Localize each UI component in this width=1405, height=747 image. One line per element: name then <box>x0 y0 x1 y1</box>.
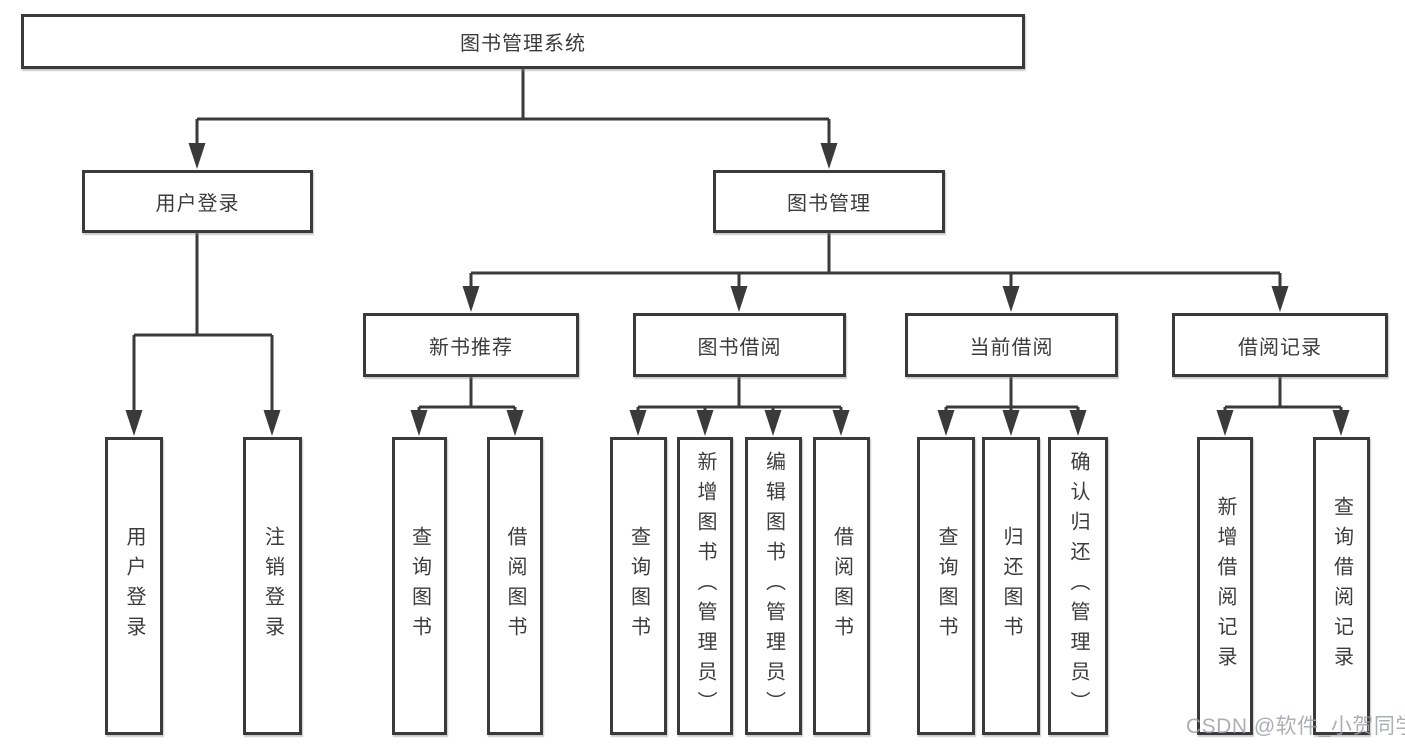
node-leaf-query-borrow-record-label: 查询借阅记录 <box>1330 496 1353 676</box>
node-leaf-query-books-2: 查询图书 <box>610 437 667 735</box>
node-leaf-logout: 注销登录 <box>243 437 302 735</box>
node-leaf-query-books-3-label: 查询图书 <box>935 526 957 646</box>
node-leaf-edit-book-admin-label: 编辑图书（管理员） <box>762 451 785 721</box>
node-leaf-return-book-label: 归还图书 <box>1000 526 1022 646</box>
node-user-login-label: 用户登录 <box>155 193 240 215</box>
node-leaf-borrow-books-2-label: 借阅图书 <box>830 526 853 646</box>
node-leaf-query-books-1: 查询图书 <box>392 437 447 735</box>
node-leaf-add-book-admin: 新增图书（管理员） <box>677 437 733 735</box>
node-leaf-edit-book-admin: 编辑图书（管理员） <box>745 437 802 735</box>
node-book-borrow-label: 图书借阅 <box>697 336 782 359</box>
node-leaf-confirm-return-admin: 确认归还（管理员） <box>1048 437 1108 735</box>
node-current-borrow: 当前借阅 <box>905 313 1118 377</box>
node-leaf-query-books-2-label: 查询图书 <box>627 526 650 646</box>
connector-newbook-to-leaves <box>410 377 524 436</box>
node-leaf-add-borrow-record-label: 新增借阅记录 <box>1214 496 1236 676</box>
node-leaf-borrow-books-1-label: 借阅图书 <box>504 526 526 646</box>
node-borrow-records-label: 借阅记录 <box>1238 336 1322 359</box>
node-leaf-user-login-label: 用户登录 <box>123 526 145 646</box>
connector-root-to-level2 <box>188 69 838 169</box>
connector-records-to-leaves <box>1216 377 1350 436</box>
node-new-book-recommend: 新书推荐 <box>363 313 579 377</box>
connector-bookborrow-to-leaves <box>629 377 850 436</box>
node-root: 图书管理系统 <box>21 14 1025 69</box>
node-borrow-records: 借阅记录 <box>1172 313 1388 377</box>
node-book-management: 图书管理 <box>713 170 945 233</box>
node-new-book-recommend-label: 新书推荐 <box>429 336 513 359</box>
node-root-label: 图书管理系统 <box>460 33 586 55</box>
node-leaf-confirm-return-admin-label: 确认归还（管理员） <box>1067 451 1089 721</box>
node-user-login: 用户登录 <box>82 170 313 233</box>
node-leaf-user-login: 用户登录 <box>105 437 163 735</box>
csdn-watermark: CSDN @软件_小贺同学 <box>1186 715 1405 738</box>
node-leaf-return-book: 归还图书 <box>982 437 1040 735</box>
node-leaf-query-books-3: 查询图书 <box>917 437 975 735</box>
connector-bookmgmt-to-level3 <box>462 233 1289 312</box>
node-leaf-borrow-books-2: 借阅图书 <box>813 437 870 735</box>
node-current-borrow-label: 当前借阅 <box>969 336 1054 359</box>
node-leaf-query-borrow-record: 查询借阅记录 <box>1313 437 1370 735</box>
connector-userlogin-to-leaves <box>125 233 281 436</box>
node-leaf-add-book-admin-label: 新增图书（管理员） <box>694 451 716 721</box>
node-book-management-label: 图书管理 <box>787 193 871 215</box>
connector-currentborrow-to-leaves <box>937 377 1087 436</box>
node-leaf-query-books-1-label: 查询图书 <box>408 526 431 646</box>
node-book-borrow: 图书借阅 <box>633 313 846 377</box>
node-leaf-logout-label: 注销登录 <box>261 526 284 646</box>
node-leaf-borrow-books-1: 借阅图书 <box>487 437 543 735</box>
node-leaf-add-borrow-record: 新增借阅记录 <box>1197 437 1253 735</box>
